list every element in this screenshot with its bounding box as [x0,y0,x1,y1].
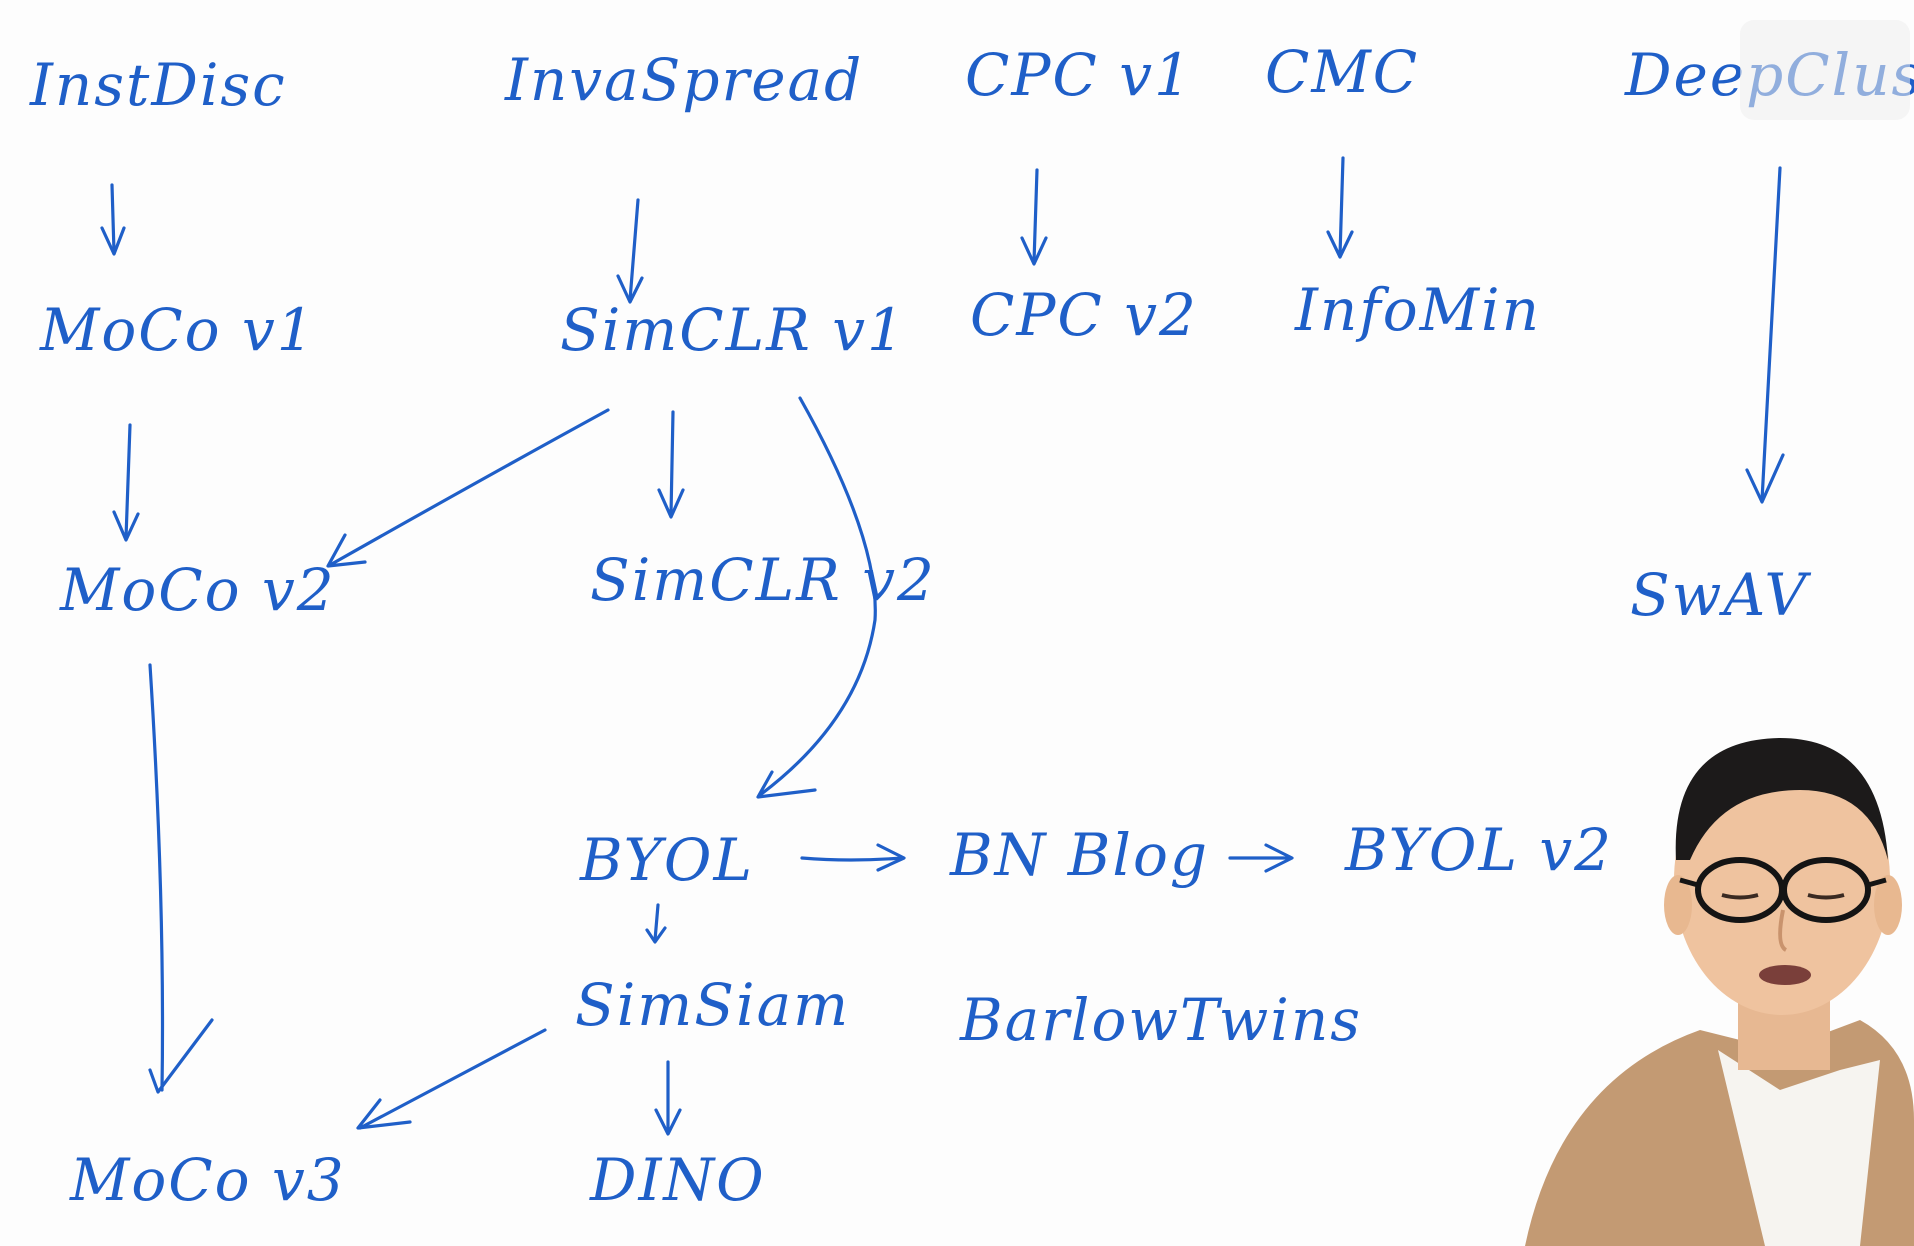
node-mocov2: MoCo v2 [59,556,336,624]
edge-simclrv1-byol [756,396,877,799]
node-invaspread: InvaSpread [504,46,863,114]
edge-deepcluster-swav [1745,166,1785,504]
node-infomin: InfoMin [1294,276,1541,344]
edge-simclrv1-mocov2 [326,408,610,568]
node-dino: DINO [589,1146,766,1214]
node-simclrv2: SimCLR v2 [590,546,936,614]
node-simclrv1: SimCLR v1 [560,296,906,364]
node-byolv2: BYOL v2 [1344,816,1613,884]
presenter-video-overlay [1525,738,1914,1246]
bilibili-watermark-icon [1740,20,1910,120]
node-barlowtwins: BarlowTwins [959,986,1362,1054]
node-mocov3: MoCo v3 [69,1146,346,1214]
edge-cpcv1-cpcv2 [1020,168,1048,266]
edge-bnblog-byolv2 [1228,843,1294,873]
edge-simsiam-dino [654,1060,682,1136]
edge-simclrv1-simclrv2 [657,410,685,519]
node-cmc: CMC [1265,38,1419,106]
edge-cmc-infomin [1326,156,1354,259]
node-mocov1: MoCo v1 [39,296,316,364]
edge-mocov1-mocov2 [112,423,140,542]
edge-invaspread-simclrv1 [616,198,644,304]
node-byol: BYOL [579,826,754,894]
node-simsiam: SimSiam [575,971,850,1039]
node-bnblog: BN Blog [949,821,1209,889]
edge-byol-simsiam [645,903,667,944]
node-cpcv2: CPC v2 [970,281,1198,349]
node-instdisc: InstDisc [29,51,287,119]
edge-instdisc-mocov1 [100,183,126,256]
node-cpcv1: CPC v1 [965,41,1193,109]
node-swav: SwAV [1630,561,1811,629]
edge-byol-bnblog [800,843,906,872]
edge-mocov2-mocov3 [148,663,214,1094]
edge-simsiam-mocov3 [356,1028,547,1130]
